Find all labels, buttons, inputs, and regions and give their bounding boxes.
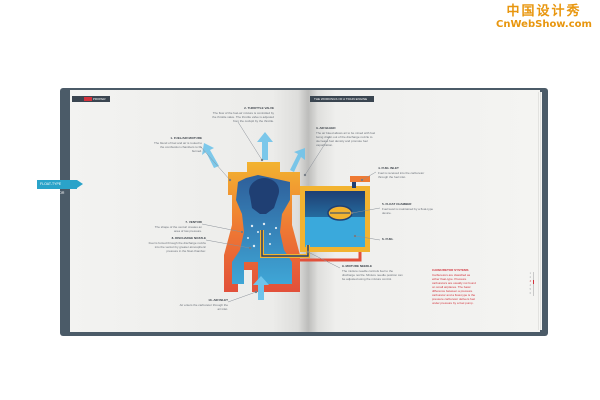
air-inlet-arrow: [253, 276, 269, 300]
carburetor-systems-note: CARBURETOR SYSTEMS Carburetors are class…: [432, 268, 476, 305]
callout-text: The air bleed allows air to be mixed wit…: [316, 131, 376, 147]
callout-title: 10- AIR INLET: [208, 298, 228, 302]
callout-text: The mixture needle controls fuel to the …: [342, 269, 403, 281]
callout-text: Fuel is forced through the discharge noz…: [148, 241, 206, 253]
callout-text: The flow of the fuel-air mixture is cont…: [212, 111, 274, 123]
callout-text: The shape of the venturi creates an area…: [154, 225, 202, 233]
side-label: FLOAT-TYPE CARBURETOR: [37, 180, 77, 195]
callout-title: 7- VENTURI: [185, 220, 202, 224]
page-index-item: 5: [516, 288, 534, 292]
header-red-tag: [84, 97, 92, 102]
airflow-out-arrows: [202, 132, 305, 172]
page-edge: [538, 92, 542, 330]
callout-title: 2- THROTTLE VALVE: [244, 106, 274, 110]
throttle-valve: [249, 178, 280, 214]
note-text: Carburetors are classified as either flo…: [432, 273, 476, 305]
callout-text: The blend of fuel and air is routed to t…: [153, 141, 202, 153]
left-header-bar: PROPER: [72, 96, 110, 102]
callout-text: Fuel is received into the carburetor thr…: [378, 171, 425, 179]
open-book: PROPER THE WORKINGS OF A TRAIN ENGINE: [60, 88, 548, 336]
note-title: CARBURETOR SYSTEMS: [432, 268, 469, 272]
right-header-bar: THE WORKINGS OF A TRAIN ENGINE: [310, 96, 374, 102]
page-index-item: 1: [516, 272, 534, 276]
callout-title: 9- MIXTURE NEEDLE: [342, 264, 373, 268]
page-index-tabs: 1 2 3 4 5 6: [516, 272, 534, 296]
callout-mixture-needle: 9- MIXTURE NEEDLE The mixture needle con…: [342, 264, 404, 281]
callout-title: 1- FUEL/AIR MIXTURE: [170, 136, 202, 140]
callout-title: 8- DISCHARGE NOZZLE: [171, 236, 206, 240]
page-index-item: 4: [516, 284, 534, 288]
callout-lines: [199, 121, 381, 303]
side-label-arrow: [77, 180, 83, 188]
callout-title: 6- FUEL: [382, 237, 394, 241]
callout-air-inlet: 10- AIR INLET Air enters the carburetor …: [178, 298, 228, 311]
callout-fuel-air-mixture: 1- FUEL/AIR MIXTURE The blend of fuel an…: [150, 136, 202, 153]
callout-fuel-inlet: 4- FUEL INLET Fuel is received into the …: [378, 166, 434, 179]
fuel-droplets: [247, 222, 278, 248]
page-index-item: 2: [516, 276, 534, 280]
callout-title: 5- FLOAT CHAMBER: [382, 202, 412, 206]
callout-title: 4- FUEL INLET: [378, 166, 399, 170]
callout-fuel: 6- FUEL: [382, 237, 412, 242]
callout-text: Air enters the carburetor through the ai…: [179, 303, 228, 311]
callout-title: 3- AIR BLEED: [316, 126, 336, 130]
callout-float-chamber: 5- FLOAT CHAMBER Fuel level is maintaine…: [382, 202, 434, 215]
callout-discharge-nozzle: 8- DISCHARGE NOZZLE Fuel is forced throu…: [146, 236, 206, 253]
right-header-text: THE WORKINGS OF A TRAIN ENGINE: [314, 97, 368, 101]
watermark-cn: 中国设计秀: [506, 4, 582, 19]
callout-air-bleed: 3- AIR BLEED The air bleed allows air to…: [316, 126, 378, 147]
fuel-inlet: [350, 176, 370, 182]
page-index-item-active: 3: [516, 280, 534, 284]
callout-throttle-valve: 2- THROTTLE VALVE The flow of the fuel-a…: [212, 106, 274, 123]
left-header-text: PROPER: [92, 97, 106, 101]
callout-text: Fuel level is maintained by a float-type…: [382, 207, 434, 215]
watermark-logo: 中国设计秀 CnWebShow.com: [494, 4, 594, 30]
fuel-level: [305, 217, 365, 247]
page-index-item: 6: [516, 292, 534, 296]
watermark-en: CnWebShow.com: [496, 19, 592, 30]
callout-venturi: 7- VENTURI The shape of the venturi crea…: [150, 220, 202, 233]
